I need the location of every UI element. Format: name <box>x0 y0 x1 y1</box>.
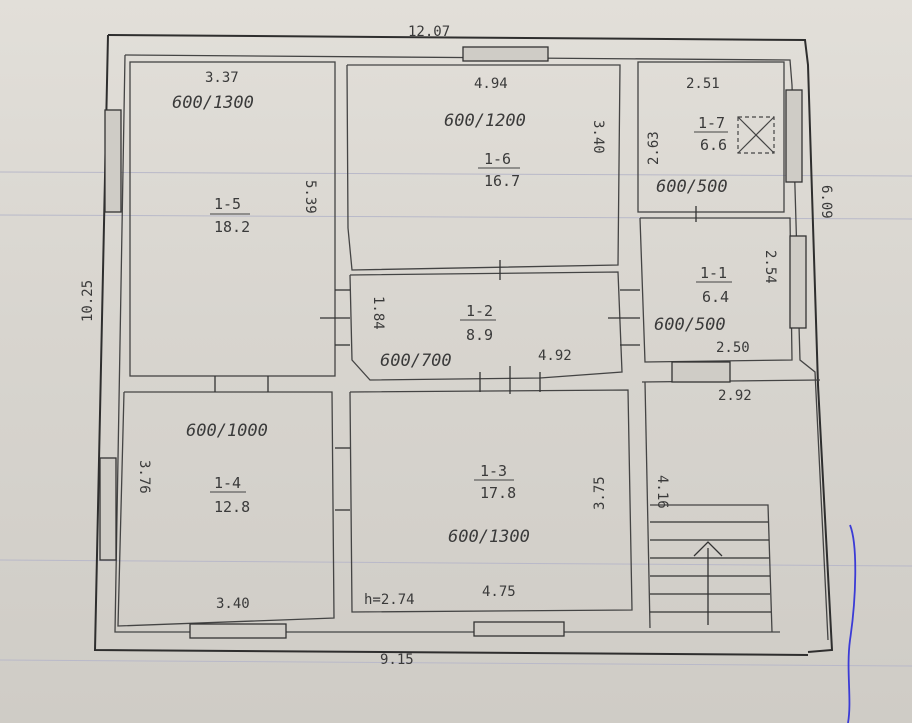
room-ceiling: 600/700 <box>380 351 452 371</box>
room-ceiling: 600/1300 <box>172 93 254 113</box>
room-area: 16.7 <box>484 172 520 190</box>
room-1-5: 3.37 600/1300 1-5 18.2 5.39 <box>172 70 318 236</box>
room-dim-height: 2.63 <box>646 131 662 165</box>
room-id: 1-6 <box>484 150 511 168</box>
room-1-2: 1.84 1-2 8.9 600/700 4.92 <box>370 296 572 371</box>
room-ceiling: 600/1000 <box>186 421 268 441</box>
window-bottom-left <box>189 623 287 639</box>
window-top <box>462 46 549 62</box>
room-id: 1-3 <box>480 462 507 480</box>
window-left-upper <box>104 109 122 213</box>
door-openings <box>214 206 697 511</box>
windows <box>99 46 807 639</box>
room-ceiling: 600/1200 <box>444 111 526 131</box>
room-dim-width: 4.92 <box>538 348 572 364</box>
room-dim-height: 2.54 <box>762 250 778 284</box>
room-area: 6.4 <box>702 288 729 306</box>
room-dim-height: 3.40 <box>590 120 606 154</box>
room-id: 1-1 <box>700 264 727 282</box>
room-1-4: 600/1000 3.76 1-4 12.8 3.40 <box>136 421 268 612</box>
entrance-stairs <box>650 504 773 633</box>
ventilation-icon <box>737 116 775 154</box>
room-1-1: 1-1 6.4 2.54 600/500 2.50 <box>654 250 778 356</box>
overall-top-width: 12.07 <box>408 24 450 40</box>
room-height-note: h=2.74 <box>364 592 415 608</box>
room-ceiling: 600/500 <box>654 315 726 335</box>
room-area: 6.6 <box>700 136 727 154</box>
room-dim-width: 3.37 <box>205 70 239 86</box>
room-area: 8.9 <box>466 326 493 344</box>
room-dim-width: 2.51 <box>686 76 720 92</box>
stair-dimension: 4.16 <box>654 475 670 509</box>
porch-width: 2.92 <box>718 388 752 404</box>
room-ceiling: 600/1300 <box>448 527 530 547</box>
room-1-3: 1-3 17.8 600/1300 3.75 h=2.74 4.75 <box>364 462 608 608</box>
room-ceiling: 600/500 <box>656 177 728 197</box>
room-dim-height: 1.84 <box>370 296 386 330</box>
room-dim-width: 4.94 <box>474 76 508 92</box>
exterior-walls <box>93 34 834 656</box>
window-right-lower <box>789 235 807 329</box>
room-id: 1-5 <box>214 195 241 213</box>
paper-guide-lines <box>0 171 912 667</box>
notebook-margin-line <box>847 524 857 723</box>
room-id: 1-4 <box>214 474 241 492</box>
room-dim-height: 3.76 <box>136 460 152 494</box>
overall-bottom-width: 9.15 <box>380 652 414 668</box>
room-area: 18.2 <box>214 218 250 236</box>
room-area: 12.8 <box>214 498 250 516</box>
room-id: 1-7 <box>698 114 725 132</box>
window-right-upper <box>785 89 803 183</box>
room-dim-height: 5.39 <box>302 180 318 214</box>
overall-right-height: 6.09 <box>818 185 834 219</box>
room-dim-width: 2.50 <box>716 340 750 356</box>
room-1-7: 2.51 1-7 6.6 2.63 600/500 <box>646 76 728 197</box>
room-dim-height: 3.75 <box>592 476 608 510</box>
window-left-lower <box>99 457 117 561</box>
overall-left-height: 10.25 <box>80 280 96 322</box>
room-area: 17.8 <box>480 484 516 502</box>
room-1-6: 4.94 600/1200 1-6 16.7 3.40 <box>444 76 606 190</box>
room-id: 1-2 <box>466 302 493 320</box>
room-dim-width: 4.75 <box>482 584 516 600</box>
room-dim-width: 3.40 <box>216 596 250 612</box>
porch-door <box>671 361 731 383</box>
window-bottom-right <box>473 621 565 637</box>
